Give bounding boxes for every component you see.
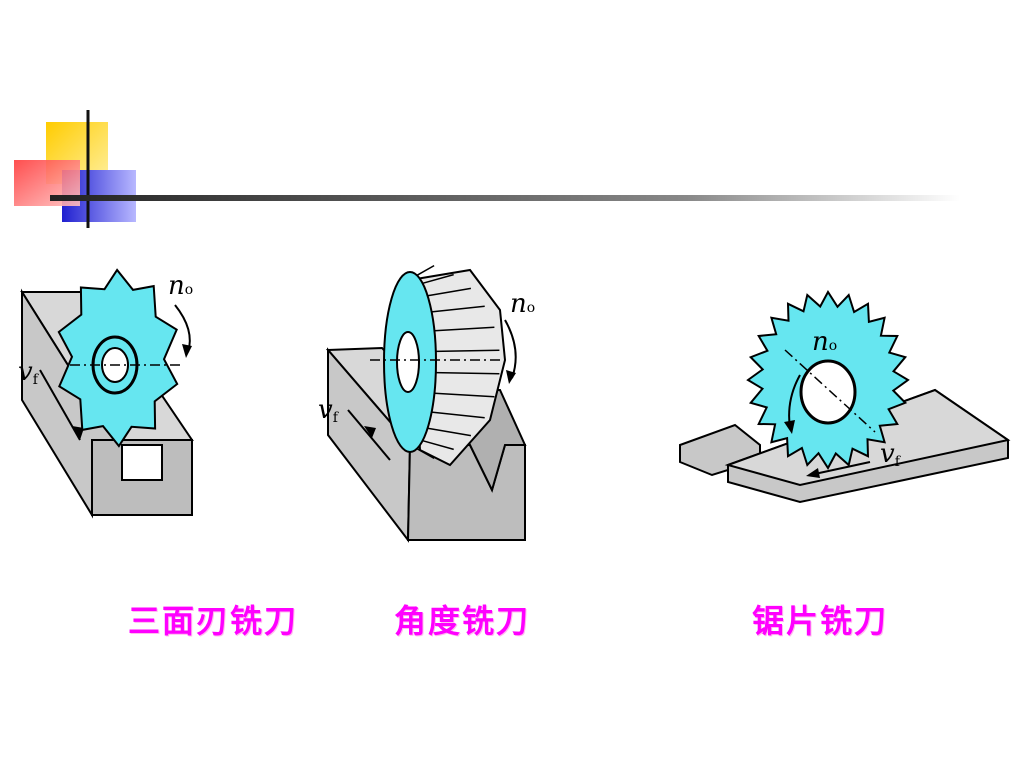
angle-cutter [383, 264, 507, 467]
caption-slitting-saw: 锯片铣刀 [752, 602, 889, 640]
cone-tooth-line [422, 439, 454, 451]
cone-tooth-line [416, 448, 435, 460]
workpiece-1-slot [121, 444, 163, 481]
feed-arrow-3 [809, 461, 871, 476]
cone-tooth-line [427, 287, 472, 297]
rotation-label-3: no [812, 327, 837, 357]
cone-tooth-line [431, 305, 485, 313]
rotation-arrow-2 [504, 319, 517, 379]
cone-tooth-line [416, 264, 435, 276]
feed-label-3: vf [880, 439, 902, 470]
figure-angle-cutter: no vf [318, 264, 535, 543]
figure-side-face-cutter: no vf [18, 268, 194, 519]
cone-tooth-line [434, 326, 495, 332]
cutter-3-bore [799, 359, 857, 425]
feed-label-2: vf [318, 395, 340, 426]
figure-slitting-saw: no vf [679, 290, 1011, 504]
caption-side-face-cutter: 三面刃铣刀 [128, 602, 299, 640]
caption-angle-cutter: 角度铣刀 [394, 602, 531, 640]
cone-tooth-line [422, 273, 454, 285]
slide-decoration [14, 110, 960, 228]
cone-tooth-line [435, 371, 500, 375]
workpiece-2-front [406, 444, 526, 541]
feed-label-1: vf [18, 357, 40, 388]
cone-tooth-line [435, 349, 500, 353]
cone-tooth-line [427, 427, 472, 437]
milling-cutter-figures: no vf no vf no [18, 264, 1011, 543]
cone-tooth-line [434, 392, 495, 398]
rotation-label-2: no [510, 289, 535, 319]
title-rule [50, 195, 960, 201]
cone-tooth-line [431, 411, 485, 419]
cutter-2-bore [396, 331, 420, 393]
rotation-label-1: no [168, 271, 193, 301]
